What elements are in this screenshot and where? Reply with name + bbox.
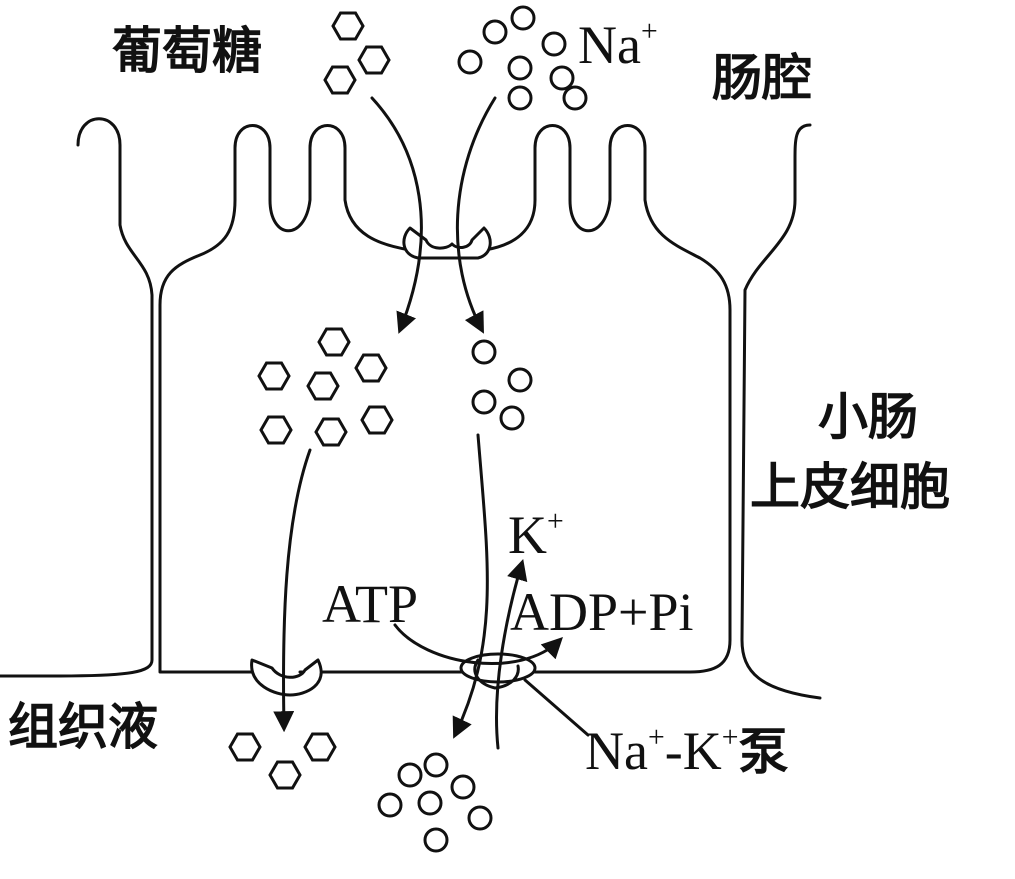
label-potassium-ion: K+ xyxy=(508,505,564,565)
sodium-ion-icon xyxy=(507,367,533,393)
apical-cotransporter xyxy=(402,226,492,260)
basolateral-glucose-carrier xyxy=(250,658,323,697)
glucose-molecule-icon xyxy=(317,327,351,357)
glucose-molecule-icon xyxy=(259,415,293,445)
label-small-intestine: 小肠 xyxy=(818,388,918,446)
label-adp-pi: ADP+Pi xyxy=(510,582,694,642)
glucose-exit-arrow xyxy=(273,448,312,733)
sodium-entry-arrow xyxy=(455,96,497,334)
glucose-molecule-icon xyxy=(354,353,388,383)
glucose-entry-arrow xyxy=(370,96,423,334)
glucose-molecules xyxy=(228,11,394,790)
sodium-ion-icon xyxy=(397,762,423,788)
sodium-ion-icon xyxy=(423,752,449,778)
label-tissue-fluid: 组织液 xyxy=(8,698,158,756)
glucose-molecule-icon xyxy=(268,760,302,790)
right-neighbor-membrane xyxy=(740,123,822,700)
sodium-ion-icon xyxy=(507,55,533,81)
na-k-pump-ring xyxy=(473,658,520,690)
glucose-molecule-icon xyxy=(331,11,365,41)
sodium-ion-icon xyxy=(510,5,536,31)
glucose-molecule-icon xyxy=(314,417,348,447)
sodium-ion-icon xyxy=(450,774,476,800)
atp-hydrolysis-arrow xyxy=(393,623,563,666)
sodium-ion-icon xyxy=(471,339,497,365)
sodium-ion-icon xyxy=(417,790,443,816)
glucose-molecule-icon xyxy=(228,732,262,762)
sodium-ion-icon xyxy=(562,85,588,111)
glucose-molecule-icon xyxy=(257,361,291,391)
sodium-ion-icon xyxy=(423,827,449,853)
glucose-molecule-icon xyxy=(360,405,394,435)
label-glucose: 葡萄糖 xyxy=(112,22,262,80)
sodium-ion-icon xyxy=(457,49,483,75)
sodium-ion-icon xyxy=(377,792,403,818)
sodium-exit-arrow xyxy=(452,433,489,739)
label-intestinal-lumen: 肠腔 xyxy=(712,49,812,107)
sodium-ion-icon xyxy=(467,805,493,831)
cell-membrane xyxy=(158,124,732,674)
label-sodium-ion: Na+ xyxy=(578,15,658,75)
label-na-k-pump: Na+-K+泵 xyxy=(585,721,789,781)
sodium-ion-icon xyxy=(541,31,567,57)
sodium-ion-icon xyxy=(471,389,497,415)
glucose-molecule-icon xyxy=(306,371,340,401)
sodium-ions xyxy=(377,5,588,853)
glucose-molecule-icon xyxy=(303,732,337,762)
glucose-molecule-icon xyxy=(357,45,391,75)
pump-label-leader xyxy=(523,678,590,737)
sodium-ion-icon xyxy=(499,405,525,431)
left-neighbor-membrane xyxy=(0,117,154,678)
sodium-ion-icon xyxy=(482,19,508,45)
glucose-molecule-icon xyxy=(323,65,357,95)
label-epithelial-cell: 上皮细胞 xyxy=(750,458,950,516)
potassium-entry-arrow xyxy=(495,558,528,750)
sodium-ion-icon xyxy=(549,65,575,91)
sodium-ion-icon xyxy=(507,85,533,111)
label-atp: ATP xyxy=(322,574,419,634)
